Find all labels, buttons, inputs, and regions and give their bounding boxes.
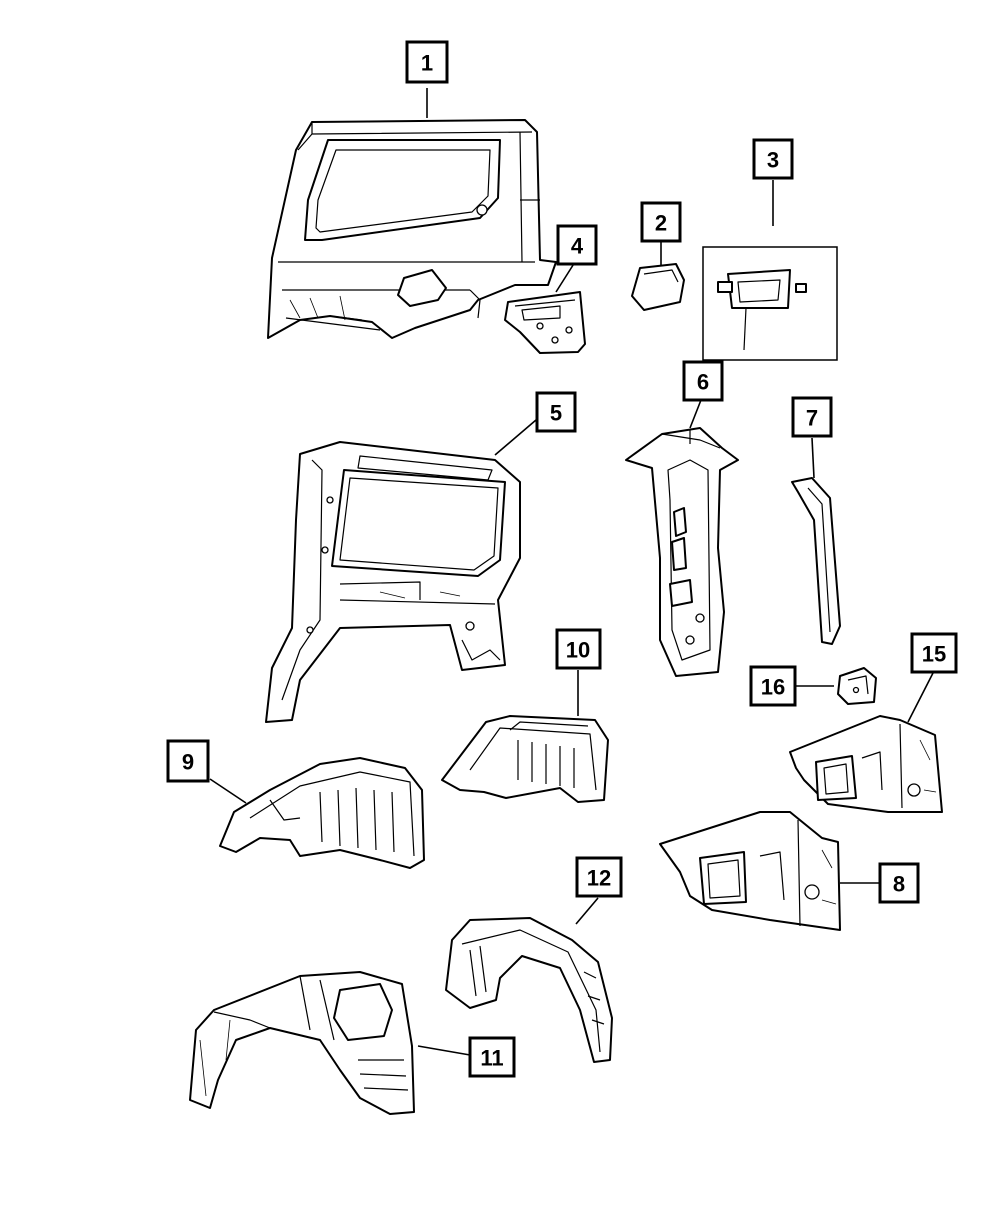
part-3-fuel-housing — [702, 246, 838, 361]
part-11-wheelhouse-assembly — [189, 971, 415, 1115]
callout-9: 9 — [166, 739, 210, 783]
callout-label: 11 — [480, 1046, 503, 1071]
callout-16: 16 — [749, 665, 797, 707]
part-5-body-side-inner — [265, 441, 521, 723]
callout-12: 12 — [575, 856, 623, 898]
part-12-wheel-liner — [445, 917, 613, 1063]
callout-15: 15 — [910, 632, 958, 674]
callout-label: 4 — [571, 234, 584, 259]
callout-6: 6 — [682, 360, 724, 402]
callout-5: 5 — [535, 391, 577, 433]
callout-label: 10 — [566, 638, 590, 663]
part-9-wheelhouse-outer — [219, 757, 425, 869]
part-8-wheelhouse-extension — [659, 811, 841, 931]
callout-label: 5 — [550, 401, 562, 426]
callout-label: 16 — [761, 675, 785, 700]
callout-2: 2 — [640, 201, 682, 243]
callout-label: 15 — [922, 642, 946, 667]
part-6-pillar-reinforcement — [625, 427, 739, 677]
part-2-fuel-door — [631, 263, 685, 311]
part-15-wheelhouse-extension — [789, 715, 943, 813]
part-10-wheelhouse-inner — [441, 715, 609, 803]
callout-7: 7 — [791, 396, 833, 438]
callout-8: 8 — [878, 862, 920, 904]
callout-label: 12 — [587, 866, 611, 891]
callout-label: 3 — [767, 148, 779, 173]
callout-label: 9 — [182, 750, 194, 775]
callout-label: 1 — [421, 51, 433, 76]
callout-label: 8 — [893, 872, 905, 897]
callout-10: 10 — [555, 628, 602, 670]
part-16-small-bracket — [837, 667, 877, 705]
callout-1: 1 — [405, 40, 449, 84]
callout-3: 3 — [752, 138, 794, 180]
part-1-quarter-panel — [267, 119, 557, 339]
leader-lines — [209, 88, 934, 1056]
callout-label: 6 — [697, 370, 709, 395]
part-7-pillar-trim — [791, 477, 841, 645]
callout-11: 11 — [468, 1036, 516, 1078]
callout-label: 2 — [655, 211, 667, 236]
part-4-bracket — [504, 291, 586, 354]
callout-label: 7 — [806, 406, 818, 431]
callout-4: 4 — [556, 224, 598, 266]
